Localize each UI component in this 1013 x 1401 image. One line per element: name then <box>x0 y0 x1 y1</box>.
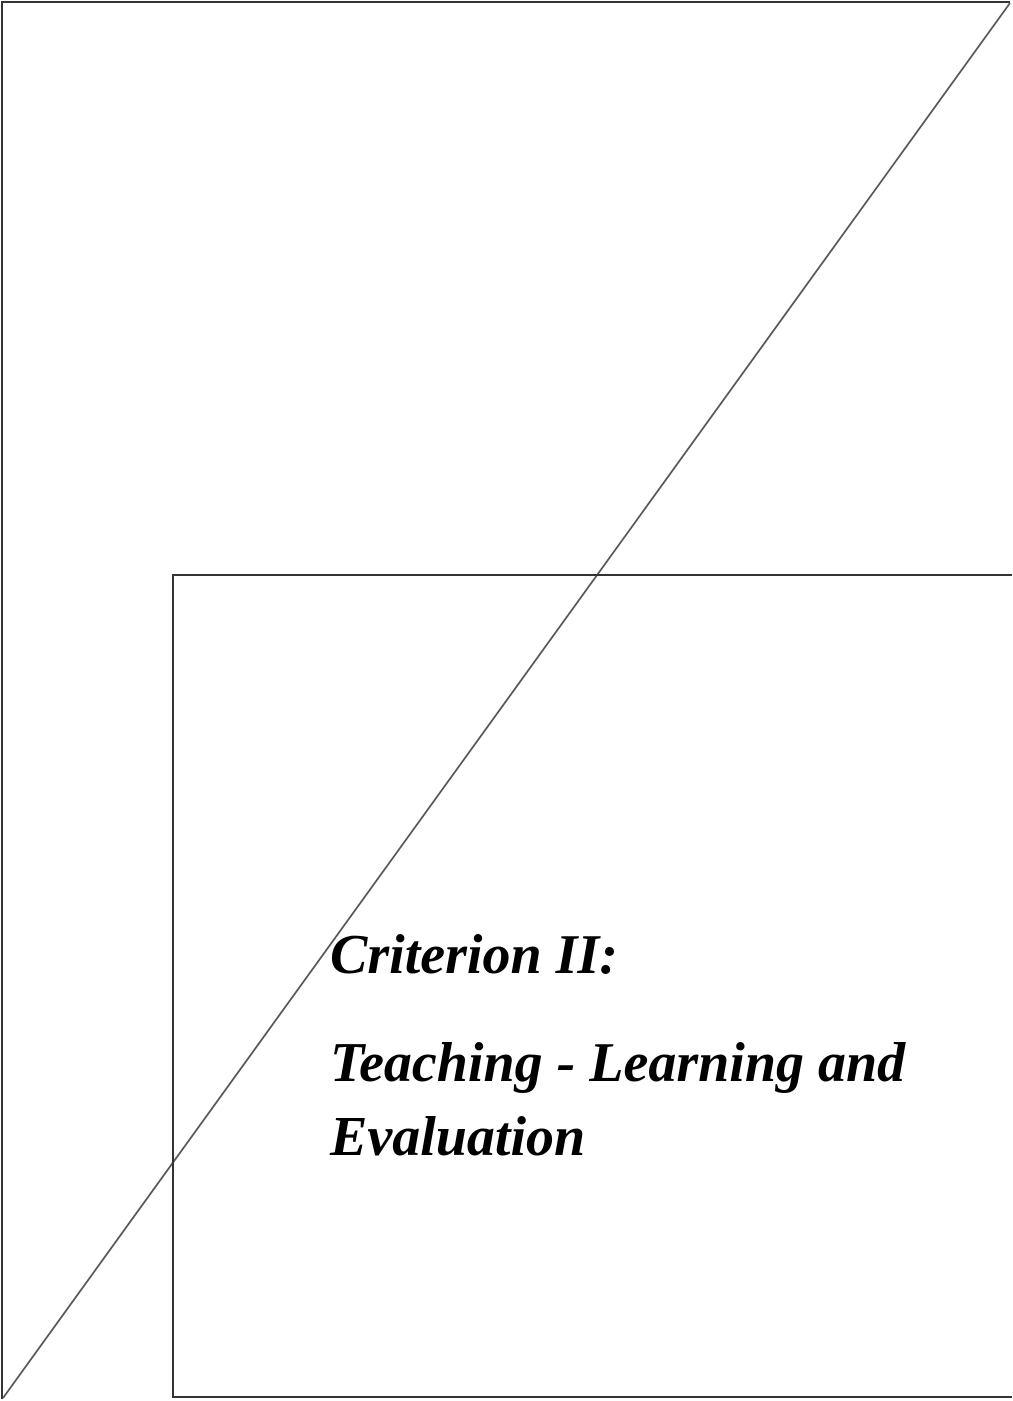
inner-frame <box>172 574 1012 1398</box>
criterion-label: Criterion II: <box>330 924 618 986</box>
criterion-heading: Criterion II: Teaching - Learning and Ev… <box>330 922 970 1174</box>
criterion-title: Teaching - Learning and Evaluation <box>330 1032 906 1168</box>
